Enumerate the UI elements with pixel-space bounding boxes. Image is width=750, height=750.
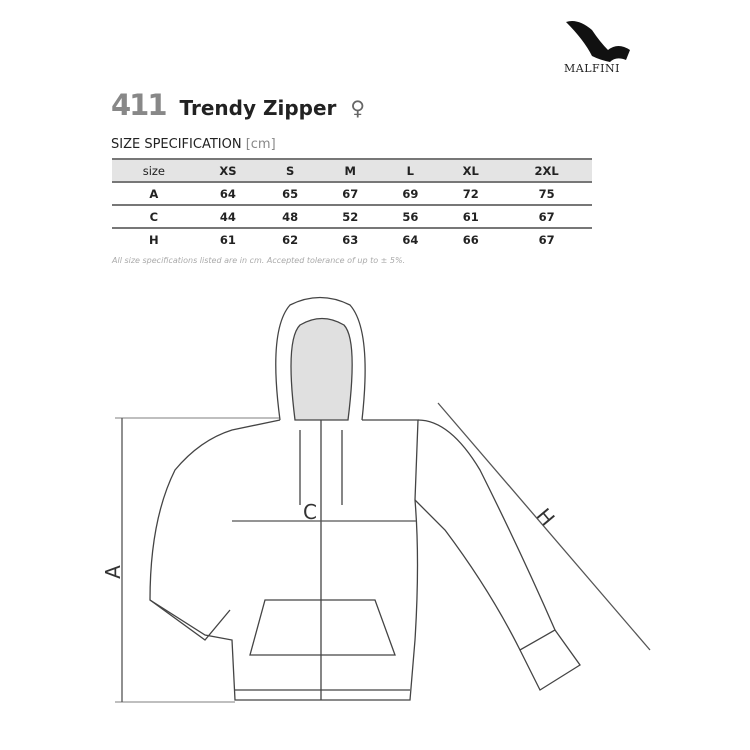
table-header-row: size XS S M L XL 2XL: [112, 159, 592, 182]
table-cell: 48: [282, 209, 299, 224]
tolerance-note: All size specifications listed are in cm…: [112, 256, 406, 265]
column-header: 2XL: [534, 163, 559, 178]
column-header: M: [344, 163, 356, 178]
column-header: XL: [462, 163, 479, 178]
table-row: C 44 48 52 56 61 67: [112, 205, 592, 228]
product-name: Trendy Zipper: [179, 96, 337, 120]
table-cell: 63: [342, 232, 359, 247]
column-header: L: [406, 163, 414, 178]
table-cell: 67: [538, 232, 555, 247]
table-cell: 67: [538, 209, 555, 224]
column-header: size: [142, 163, 166, 178]
bird-logo-icon: [566, 21, 630, 62]
product-code: 411: [111, 88, 168, 122]
spec-heading: SIZE SPECIFICATION [cm]: [111, 137, 276, 152]
table-cell: 44: [219, 209, 236, 224]
table-cell: 64: [402, 232, 419, 247]
column-header: S: [285, 163, 295, 178]
table-cell: H: [149, 232, 159, 247]
female-icon: ♀: [350, 96, 366, 120]
spec-unit: [cm]: [245, 137, 276, 152]
table-cell: 64: [219, 186, 236, 201]
table-cell: 52: [342, 209, 359, 224]
table-row: H 61 62 63 64 66 67: [112, 228, 592, 250]
table-cell: 61: [462, 209, 479, 224]
table-cell: 69: [402, 186, 419, 201]
table-cell: 62: [282, 232, 299, 247]
product-title: 411 Trendy Zipper ♀: [111, 88, 365, 122]
label-c: C: [303, 500, 317, 524]
hood-outline: [275, 296, 366, 421]
hood-inner: [290, 317, 353, 421]
table-cell: 65: [282, 186, 299, 201]
column-header: XS: [219, 163, 237, 178]
table-cell: 75: [538, 186, 555, 201]
table-cell: C: [149, 209, 159, 224]
spec-title: SIZE SPECIFICATION: [111, 137, 242, 152]
table-cell: 66: [462, 232, 479, 247]
table-cell: 67: [342, 186, 359, 201]
measure-h: [437, 402, 651, 651]
table-cell: 56: [402, 209, 419, 224]
table-cell: 72: [462, 186, 479, 201]
table-row: A 64 65 67 69 72 75: [112, 182, 592, 205]
label-a: A: [100, 565, 125, 579]
brand-logo: MALFINI: [564, 62, 620, 75]
table-cell: 61: [219, 232, 236, 247]
table-cell: A: [149, 186, 159, 201]
body-outline: [149, 419, 419, 701]
